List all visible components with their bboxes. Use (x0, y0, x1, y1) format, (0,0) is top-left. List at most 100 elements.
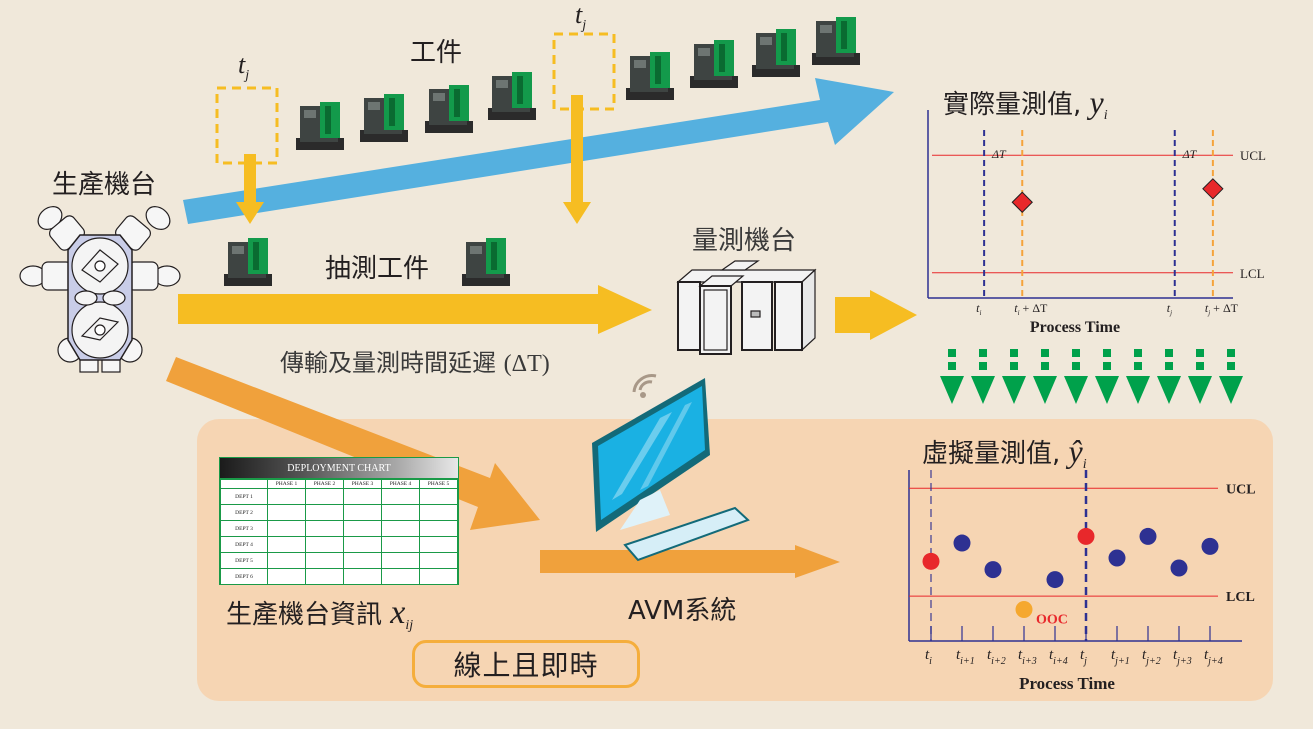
deployment-cell (343, 504, 382, 521)
x-tick-label: tj+2 (1142, 647, 1161, 667)
ooc-label: OOC (1036, 612, 1068, 627)
delta-t-annotation: ΔT (1182, 147, 1198, 161)
x-tick-label: tj (1167, 301, 1172, 317)
machine-info-label: 生產機台資訊 xij (226, 594, 414, 634)
deployment-row: DEPT 6 (220, 568, 458, 585)
deployment-cell (305, 552, 344, 569)
deployment-row: DEPT 5 (220, 552, 458, 569)
sample-box-2 (552, 32, 616, 111)
deployment-row: DEPT 2 (220, 504, 458, 521)
deployment-cell (267, 536, 306, 553)
workpiece-icon (425, 85, 473, 133)
x-tick-label: ti+3 (1018, 647, 1037, 667)
sample-down-arrow-1 (236, 154, 264, 224)
online-realtime-badge: 線上且即時 (412, 640, 640, 688)
deployment-cell (419, 568, 458, 585)
actual-measurement-point (1202, 178, 1224, 200)
virtual-chart-title: 虛擬量測值, ŷi (922, 433, 1087, 473)
sampling-flow-arrow (178, 285, 652, 334)
deployment-row-label: DEPT 2 (220, 504, 268, 521)
deployment-cell (267, 504, 306, 521)
x-tick-label: tj+3 (1173, 647, 1192, 667)
virtual-measurement-point (1046, 571, 1064, 589)
green-arrows (940, 349, 1243, 404)
sampled-workpiece-icon (462, 238, 510, 286)
green-down-arrow (971, 349, 995, 404)
virtual-measurement-point (1201, 537, 1219, 555)
avm-system-label: AVM系統 (628, 596, 737, 626)
workpiece-icon (752, 29, 800, 77)
workpiece-icon (812, 17, 860, 65)
green-down-arrow (1219, 349, 1243, 404)
deployment-cell (343, 568, 382, 585)
deployment-row-label: DEPT 3 (220, 520, 268, 537)
virtual-measurement-point (984, 561, 1002, 579)
actual-measurement-point (1011, 191, 1033, 213)
x-tick-label: ti+1 (956, 647, 975, 667)
deployment-column-header: PHASE 1 (267, 479, 306, 489)
deployment-cell (419, 520, 458, 537)
virtual-measurement-point (1077, 527, 1095, 545)
x-tick-label: ti+4 (1049, 647, 1068, 667)
x-axis-label: Process Time (1019, 674, 1115, 693)
deployment-cell (305, 504, 344, 521)
deployment-column-header: PHASE 4 (381, 479, 420, 489)
deployment-column-header: PHASE 3 (343, 479, 382, 489)
workpiece-flow-arrow (183, 78, 894, 224)
avm-computer-icon (592, 374, 750, 562)
deployment-row-label: DEPT 5 (220, 552, 268, 569)
x-tick-label: tj + ΔT (1205, 301, 1239, 317)
deployment-column-header: PHASE 5 (419, 479, 458, 489)
virtual-measurement-chart: UCL LCL ti ti+1 ti+2 ti+3 ti+4 tj tj+1 tj+2 tj+3 tj… (908, 470, 1256, 693)
workpiece-icon (360, 94, 408, 142)
deployment-cell (343, 488, 382, 505)
production-machine-label: 生產機台 (52, 170, 157, 200)
deployment-cell (343, 536, 382, 553)
virtual-measurement-point (1139, 527, 1157, 545)
deployment-cell (343, 552, 382, 569)
deployment-cell (305, 536, 344, 553)
green-down-arrow (1064, 349, 1088, 404)
sample-time-label-2: tj (575, 0, 587, 34)
sample-box-1 (215, 86, 279, 165)
metrology-machine-icon (676, 260, 817, 355)
delay-label: 傳輸及量測時間延遲 (ΔT) (280, 349, 550, 377)
x-tick-label: tj+1 (1111, 647, 1130, 667)
lcl-label: LCL (1226, 590, 1255, 605)
workpiece-icon (296, 102, 344, 150)
x-tick-label: ti+2 (987, 647, 1006, 667)
deployment-row: DEPT 3 (220, 520, 458, 537)
deployment-cell (381, 488, 420, 505)
x-tick-label: ti (976, 301, 981, 317)
lcl-label: LCL (1240, 266, 1265, 281)
x-tick-label: tj (1080, 647, 1087, 667)
green-down-arrow (1033, 349, 1057, 404)
ucl-label: UCL (1240, 148, 1266, 163)
ucl-label: UCL (1226, 482, 1256, 497)
virtual-measurement-point (1108, 549, 1126, 567)
workpiece-icon (626, 52, 674, 100)
deployment-row-label: DEPT 1 (220, 488, 268, 505)
green-down-arrow (1188, 349, 1212, 404)
actual-chart-title: 實際量測值, yi (943, 84, 1108, 124)
deployment-cell (419, 488, 458, 505)
x-tick-label: ti (925, 647, 932, 667)
deployment-cell (267, 488, 306, 505)
deployment-cell (305, 568, 344, 585)
virtual-measurement-point (953, 534, 971, 552)
x-tick-label: tj+4 (1204, 647, 1223, 667)
ooc-point (1015, 600, 1033, 618)
deployment-row-label: DEPT 4 (220, 536, 268, 553)
deployment-cell (419, 504, 458, 521)
deployment-cell (381, 504, 420, 521)
workpiece-icon (488, 72, 536, 120)
deployment-cell (305, 488, 344, 505)
production-machine-icon (19, 206, 181, 373)
virtual-measurement-point (1170, 559, 1188, 577)
metrology-machine-label: 量測機台 (692, 226, 797, 256)
deployment-column-header: PHASE 2 (305, 479, 344, 489)
